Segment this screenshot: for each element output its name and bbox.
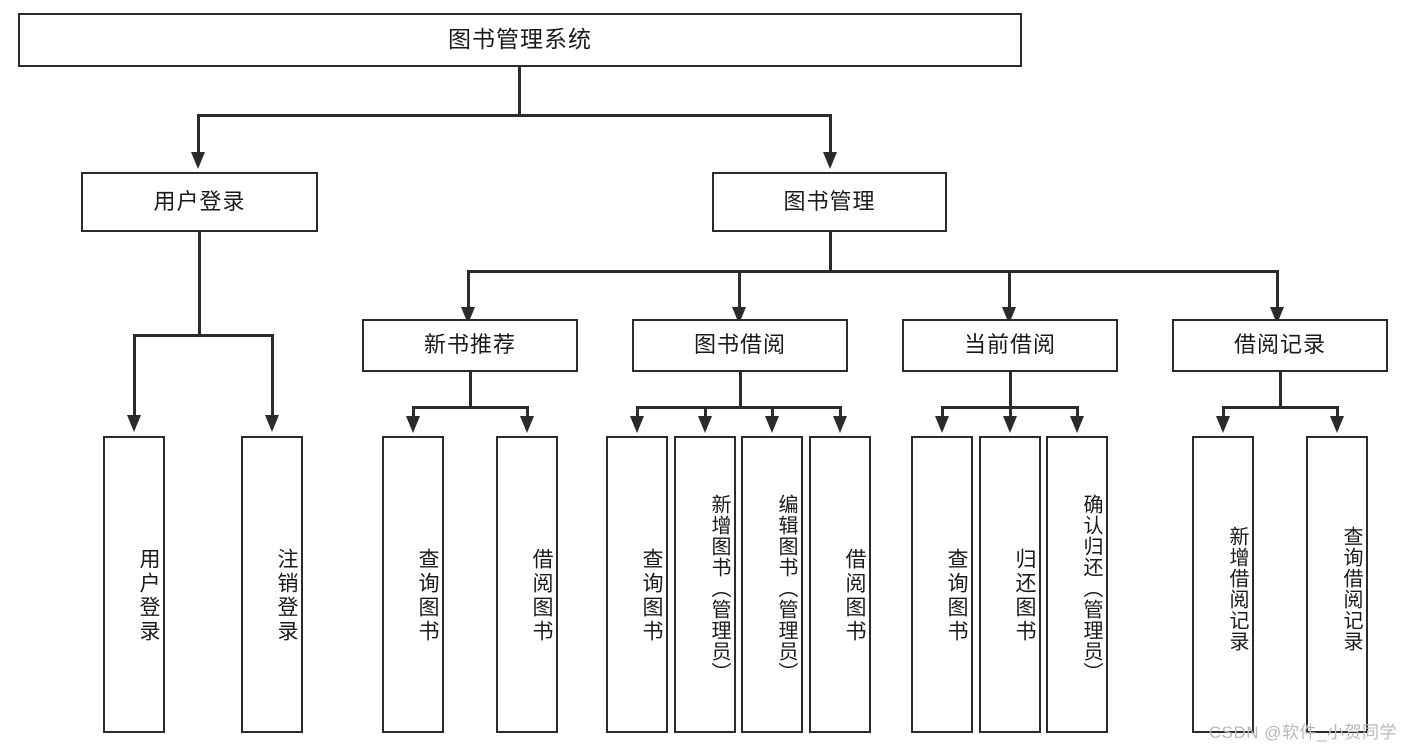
arrowhead-icon: [630, 416, 644, 433]
edge-drop-book-borrow: [738, 270, 741, 309]
edge-borrow-record-stem: [1279, 372, 1282, 408]
arrowhead-icon: [406, 416, 420, 433]
arrowhead-icon: [1216, 416, 1230, 433]
arrowhead-icon: [1070, 416, 1084, 433]
arrowhead-icon: [698, 416, 712, 433]
node-label: 查询图书: [416, 547, 439, 644]
leaf-query-book-current[interactable]: 查询图书: [911, 436, 973, 733]
node-label: 图书管理: [783, 188, 876, 214]
edge-book-borrow-stem: [739, 372, 742, 408]
node-label: 当前借阅: [963, 332, 1056, 358]
leaf-query-book-recommend[interactable]: 查询图书: [382, 436, 444, 733]
node-book-management[interactable]: 图书管理: [712, 172, 947, 232]
edge-drop-current-borrow-3: [1076, 406, 1079, 420]
edge-user-login-stem: [198, 232, 201, 335]
node-label: 查询图书: [945, 547, 968, 644]
edge-user-login-bus: [133, 334, 273, 337]
node-label: 借阅记录: [1233, 332, 1326, 358]
node-label: 新增借阅记录: [1226, 525, 1248, 652]
csdn-watermark: CSDN @软件_小贺同学: [1208, 723, 1397, 742]
node-label: 借阅图书: [843, 547, 866, 644]
node-label: 用户登录: [153, 188, 246, 214]
arrowhead-icon: [765, 416, 779, 433]
edge-drop-book-borrow-4: [839, 406, 842, 420]
arrowhead-icon: [833, 416, 847, 433]
node-user-login[interactable]: 用户登录: [81, 172, 318, 232]
node-label: 图书管理系统: [448, 26, 592, 53]
node-new-book-recommend[interactable]: 新书推荐: [362, 319, 578, 372]
node-label: 查询图书: [640, 547, 663, 644]
edge-drop-current-borrow-1: [941, 406, 944, 420]
node-label: 查询借阅记录: [1340, 525, 1362, 652]
leaf-query-borrow-record[interactable]: 查询借阅记录: [1306, 436, 1368, 733]
edge-drop-new-book-2: [526, 406, 529, 420]
leaf-borrow-book-recommend[interactable]: 借阅图书: [496, 436, 558, 733]
leaf-edit-book-admin[interactable]: 编辑图书（管理员）: [741, 436, 803, 733]
node-label: 新书推荐: [423, 332, 516, 358]
leaf-return-book[interactable]: 归还图书: [979, 436, 1041, 733]
edge-level3-bus: [467, 270, 1278, 273]
arrowhead-icon: [1003, 416, 1017, 433]
edge-drop-book-borrow-3: [771, 406, 774, 420]
leaf-confirm-return-admin[interactable]: 确认归还（管理员）: [1046, 436, 1108, 733]
node-root-book-management-system[interactable]: 图书管理系统: [18, 13, 1022, 67]
edge-drop-borrow-record-1: [1222, 406, 1225, 420]
edge-root-bus: [197, 114, 831, 117]
arrowhead-icon: [127, 415, 141, 432]
node-label: 用户登录: [137, 547, 160, 644]
leaf-query-book-borrow[interactable]: 查询图书: [606, 436, 668, 733]
edge-drop-user-login-1: [133, 334, 136, 419]
edge-new-book-stem: [469, 372, 472, 408]
edge-new-book-bus: [412, 406, 528, 409]
edge-drop-user-login: [197, 114, 200, 154]
edge-book-borrow-bus: [636, 406, 841, 409]
node-label: 归还图书: [1013, 547, 1036, 644]
node-borrow-record[interactable]: 借阅记录: [1172, 319, 1388, 372]
edge-drop-user-login-2: [271, 334, 274, 419]
arrowhead-icon: [191, 152, 205, 169]
edge-drop-borrow-record: [1276, 270, 1279, 309]
edge-drop-borrow-record-2: [1336, 406, 1339, 420]
node-label: 编辑图书（管理员）: [775, 494, 797, 683]
node-label: 图书借阅: [693, 332, 786, 358]
node-current-borrow[interactable]: 当前借阅: [902, 319, 1118, 372]
arrowhead-icon: [935, 416, 949, 433]
edge-drop-new-book-1: [412, 406, 415, 420]
leaf-add-borrow-record[interactable]: 新增借阅记录: [1192, 436, 1254, 733]
node-label: 借阅图书: [530, 547, 553, 644]
arrowhead-icon: [265, 415, 279, 432]
edge-current-borrow-stem: [1009, 372, 1012, 408]
edge-borrow-record-bus: [1222, 406, 1338, 409]
arrowhead-icon: [1330, 416, 1344, 433]
leaf-borrow-book[interactable]: 借阅图书: [809, 436, 871, 733]
edge-drop-book-borrow-1: [636, 406, 639, 420]
node-book-borrow[interactable]: 图书借阅: [632, 319, 848, 372]
edge-root-stem: [518, 67, 521, 116]
node-label: 确认归还（管理员）: [1080, 494, 1102, 683]
edge-drop-new-book: [467, 270, 470, 309]
node-label: 注销登录: [275, 547, 298, 644]
edge-book-management-stem: [829, 232, 832, 272]
arrowhead-icon: [823, 152, 837, 169]
edge-drop-book-borrow-2: [704, 406, 707, 420]
edge-drop-current-borrow: [1008, 270, 1011, 309]
arrowhead-icon: [520, 416, 534, 433]
node-label: 新增图书（管理员）: [708, 494, 730, 683]
leaf-logout[interactable]: 注销登录: [241, 436, 303, 733]
leaf-add-book-admin[interactable]: 新增图书（管理员）: [674, 436, 736, 733]
edge-drop-book-management: [829, 114, 832, 154]
edge-drop-current-borrow-2: [1009, 406, 1012, 420]
leaf-user-login[interactable]: 用户登录: [103, 436, 165, 733]
